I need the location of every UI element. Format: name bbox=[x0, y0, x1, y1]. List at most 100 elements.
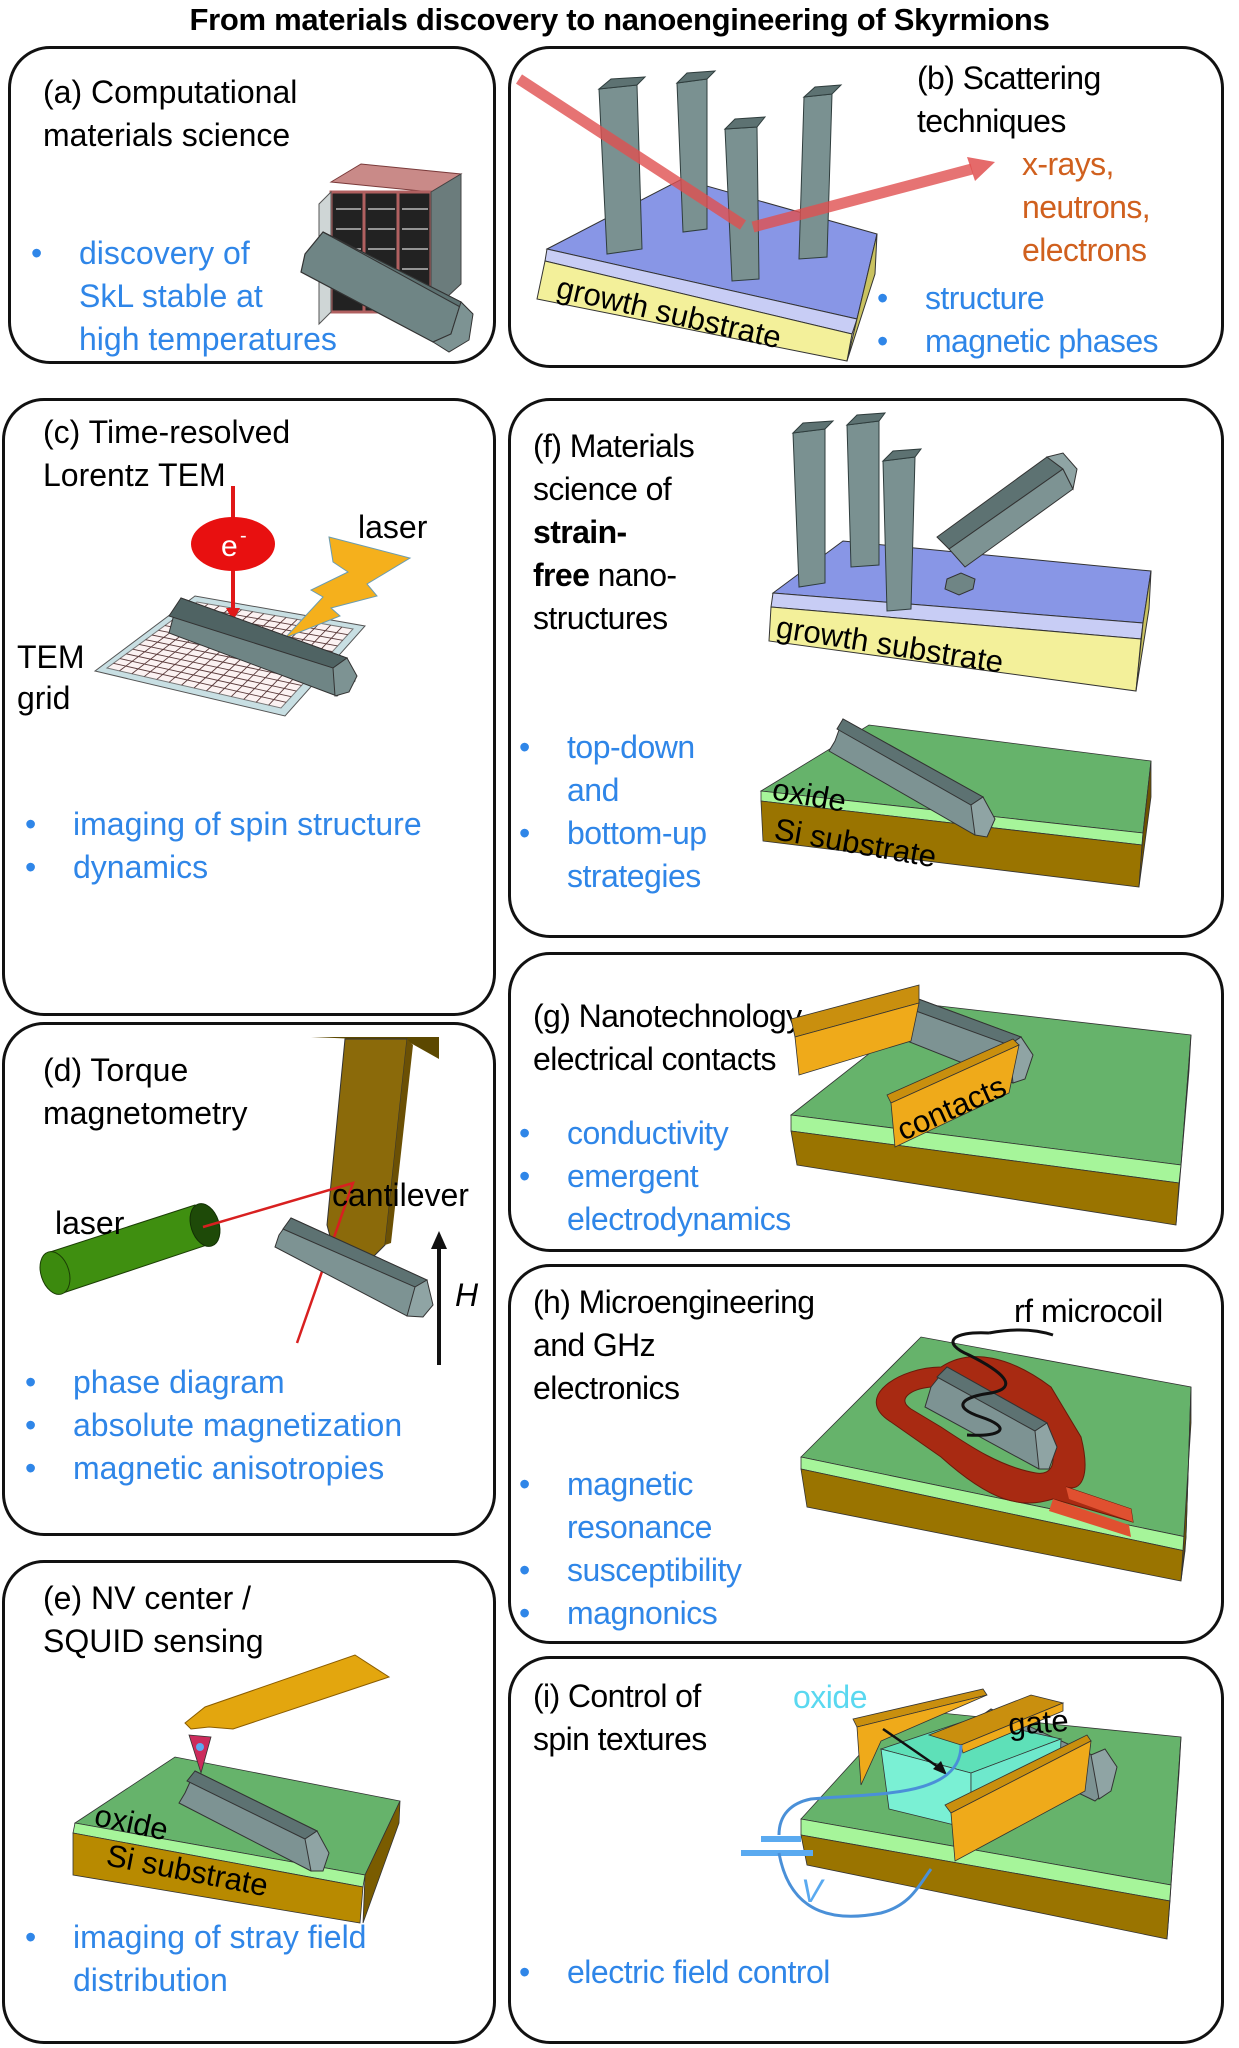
bullet-item: •susceptibility bbox=[519, 1552, 742, 1588]
bullet-item: •magnetic anisotropies bbox=[25, 1450, 385, 1486]
field-label: H bbox=[455, 1277, 479, 1313]
bullet-item: •dynamics bbox=[25, 849, 209, 885]
panel-i-bullets: •electric field control bbox=[509, 1951, 830, 1994]
bullet-item: •imaging of stray field bbox=[25, 1919, 367, 1955]
nanorod-icon bbox=[168, 597, 358, 697]
probe-neutrons: neutrons, bbox=[1022, 189, 1151, 225]
bullet-item: •phase diagram bbox=[25, 1364, 285, 1400]
panel-b: growth substrate (b) Scattering techniqu… bbox=[508, 46, 1224, 368]
contact-left bbox=[790, 984, 920, 1076]
rf-field-wave-icon bbox=[951, 1331, 1008, 1437]
bullet-item-cont: SkL stable at bbox=[79, 278, 263, 314]
panel-b-bullets: •structure •magnetic phases bbox=[867, 277, 1159, 363]
panel-f: (f) Materials science of strain- free na… bbox=[508, 398, 1224, 938]
panel-c-title: (c) Time-resolved Lorentz TEM bbox=[43, 414, 291, 493]
panel-h-bullets: •magnetic resonance •susceptibility •mag… bbox=[509, 1463, 742, 1635]
bullet-item: •discovery of bbox=[31, 235, 250, 271]
electron-icon bbox=[191, 517, 275, 571]
bullet-item: •absolute magnetization bbox=[25, 1407, 403, 1443]
panel-d-bullets: •phase diagram •absolute magnetization •… bbox=[15, 1361, 402, 1490]
panel-e-bullets: •imaging of stray field distribution bbox=[15, 1916, 366, 2002]
laser-beam bbox=[202, 1181, 355, 1344]
bullet-item: •magnetic phases bbox=[877, 323, 1159, 359]
scattering-illustration: growth substrate bbox=[515, 70, 995, 362]
bullet-item-cont: strategies bbox=[567, 858, 701, 894]
bullet-item-cont: electrodynamics bbox=[567, 1201, 791, 1237]
panel-g-bullets: •conductivity •emergent electrodynamics bbox=[509, 1112, 791, 1241]
panel-e-title: (e) NV center / SQUID sensing bbox=[43, 1580, 264, 1659]
nanorod-icon bbox=[924, 1366, 1058, 1470]
bullet-item: •magnonics bbox=[519, 1595, 718, 1631]
panel-g-title: (g) Nanotechnology, electrical contacts bbox=[533, 998, 808, 1077]
panel-a-title: (a) Computational materials science bbox=[43, 74, 298, 153]
laser-device-icon bbox=[39, 1203, 221, 1295]
sensor-tip bbox=[188, 1734, 212, 1775]
bullet-item: •conductivity bbox=[519, 1115, 729, 1151]
cantilever-label: cantilever bbox=[332, 1177, 469, 1213]
svg-text:-: - bbox=[240, 525, 247, 547]
laser-label: laser bbox=[55, 1205, 125, 1241]
panel-h: (h) Microengineering and GHz electronics… bbox=[508, 1264, 1224, 1644]
voltage-source-icon bbox=[741, 1744, 963, 1918]
bullet-item: •emergent bbox=[519, 1158, 699, 1194]
voltage-label: V bbox=[801, 1873, 823, 1909]
magnetic-field-arrow-icon bbox=[431, 1231, 447, 1365]
bullet-item: •magnetic bbox=[519, 1466, 693, 1502]
gate-control-illustration: gate bbox=[741, 1688, 1182, 1940]
panel-i-title: (i) Control of spin textures bbox=[533, 1678, 707, 1757]
panel-d-title: (d) Torque magnetometry bbox=[43, 1052, 248, 1131]
laser-pulse-icon bbox=[284, 536, 412, 639]
svg-text:e: e bbox=[221, 530, 238, 563]
electrical-contacts-illustration: contacts bbox=[790, 984, 1192, 1226]
panel-b-title: (b) Scattering techniques bbox=[917, 60, 1101, 139]
rf-microcoil-illustration bbox=[800, 1328, 1192, 1582]
tem-grid-label: TEM grid bbox=[17, 639, 85, 716]
cantilever bbox=[311, 1037, 439, 1266]
contact-left bbox=[852, 1688, 988, 1786]
nanorod-pillars bbox=[791, 412, 923, 612]
nanorod-icon bbox=[300, 231, 474, 353]
nanorod-icon bbox=[828, 718, 996, 838]
panel-a-bullets: •discovery of SkL stable at high tempera… bbox=[21, 232, 337, 361]
panel-h-title: (h) Microengineering and GHz electronics bbox=[533, 1284, 815, 1406]
bullet-item-cont: distribution bbox=[73, 1962, 228, 1998]
contact-right bbox=[944, 1734, 1092, 1862]
panel-g: (g) Nanotechnology, electrical contacts … bbox=[508, 952, 1224, 1252]
beam-arrowhead-icon bbox=[967, 157, 995, 181]
bullet-item: •electric field control bbox=[519, 1954, 830, 1990]
supercomputer-with-nanorod-illustration bbox=[300, 163, 474, 353]
bullet-item-cont: high temperatures bbox=[79, 321, 337, 357]
scattered-beam bbox=[515, 74, 974, 233]
oxide-pointer-arrow bbox=[882, 1727, 942, 1771]
bullet-item-cont: and bbox=[567, 772, 619, 808]
nv-squid-illustration: oxide Si substrate bbox=[72, 1654, 401, 1924]
panel-f-bullets: •top-down and •bottom-up strategies bbox=[509, 726, 707, 898]
bullet-item: •structure bbox=[877, 280, 1045, 316]
torque-magnetometry-illustration bbox=[39, 1037, 447, 1365]
strain-free-nanostructures-illustration: growth substrate oxide Si substrate bbox=[759, 412, 1152, 888]
electron-beam-arrowhead-icon bbox=[226, 608, 240, 621]
gate-label: gate bbox=[1007, 1703, 1070, 1742]
probe-xrays: x-rays, bbox=[1022, 146, 1114, 182]
panel-f-title: (f) Materials science of strain- free na… bbox=[533, 428, 695, 636]
bullet-item: •top-down bbox=[519, 729, 695, 765]
gate-electrode bbox=[927, 1694, 1065, 1754]
nanorod-icon bbox=[274, 1217, 434, 1318]
nanorod-icon bbox=[178, 1770, 330, 1872]
panel-e: (e) NV center / SQUID sensing oxide Si s… bbox=[2, 1560, 496, 2044]
bullet-item: •bottom-up bbox=[519, 815, 707, 851]
bullet-item: •imaging of spin structure bbox=[25, 806, 422, 842]
lorentz-tem-illustration: e - bbox=[93, 486, 412, 717]
probe-electrons: electrons bbox=[1022, 232, 1147, 268]
figure-title: From materials discovery to nanoengineer… bbox=[189, 2, 1050, 37]
panel-i: (i) Control of spin textures oxide bbox=[508, 1656, 1224, 2044]
laser-label: laser bbox=[358, 509, 428, 545]
scattering-probes: x-rays, neutrons, electrons bbox=[1022, 143, 1151, 272]
hexagonal-seed-icon bbox=[944, 572, 976, 596]
nv-center-icon bbox=[196, 1743, 204, 1751]
oxide-label: oxide bbox=[793, 1679, 868, 1715]
rf-microcoil-label: rf microcoil bbox=[1014, 1293, 1163, 1329]
panel-a: (a) Computational materials science •dis… bbox=[8, 46, 496, 364]
panel-d: (d) Torque magnetometry cantilever laser… bbox=[2, 1022, 496, 1536]
contact-right bbox=[886, 1038, 1020, 1148]
